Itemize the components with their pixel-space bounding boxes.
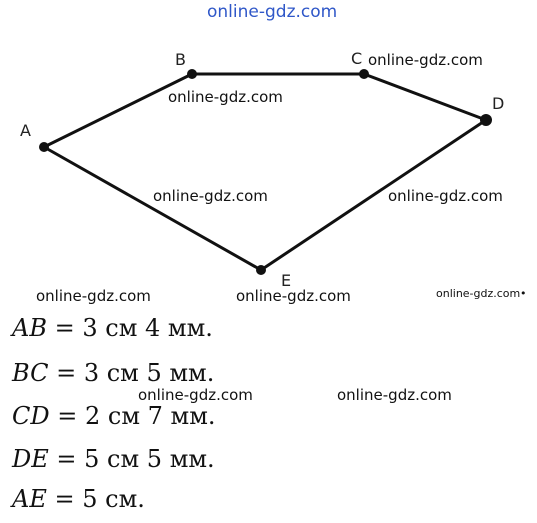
watermark-left: online-gdz.com <box>36 287 151 305</box>
equation-bc-value: 3 см 5 мм. <box>83 359 215 387</box>
equation-cd-equals: = <box>57 402 78 430</box>
edge-de <box>259 118 488 272</box>
watermark-dot: • <box>520 287 527 300</box>
vertex-label-a: A <box>20 121 31 140</box>
equation-cd-segment: CD <box>12 402 50 430</box>
vertex-label-e: E <box>281 271 291 290</box>
vertex-e <box>256 265 266 275</box>
equation-ab-equals: = <box>54 314 75 342</box>
watermark-under-bc: online-gdz.com <box>168 88 283 106</box>
vertex-b <box>187 69 197 79</box>
watermark-small-right: online-gdz.com <box>436 287 521 300</box>
equation-ae-segment: AE <box>12 485 47 513</box>
equation-bc-equals: = <box>56 359 77 387</box>
equation-de-value: 5 см 5 мм. <box>84 445 215 473</box>
edge-ea <box>42 145 263 272</box>
equation-de: DE = 5 см 5 мм. <box>12 445 215 473</box>
equation-ae-equals: = <box>54 485 75 513</box>
vertex-d <box>480 114 492 126</box>
vertex-label-c: C <box>351 49 362 68</box>
equation-cd-value: 2 см 7 мм. <box>85 402 216 430</box>
watermark-center-right: online-gdz.com <box>388 187 503 205</box>
equation-ab: AB = 3 см 4 мм. <box>12 314 213 342</box>
edge-ab <box>42 72 194 149</box>
equation-bc: BC = 3 см 5 мм. <box>12 359 214 387</box>
equation-cd: CD = 2 см 7 мм. <box>12 402 216 430</box>
equation-ab-segment: AB <box>12 314 47 342</box>
watermark-center-left: online-gdz.com <box>153 187 268 205</box>
watermark-mid-right: online-gdz.com <box>337 386 452 404</box>
watermark-near-c: online-gdz.com <box>368 51 483 69</box>
edge-cd <box>362 72 488 122</box>
equation-de-equals: = <box>56 445 77 473</box>
vertex-label-d: D <box>492 94 504 113</box>
equation-bc-segment: BC <box>12 359 49 387</box>
watermark-top: online-gdz.com <box>207 2 338 22</box>
equation-ab-value: 3 см 4 мм. <box>82 314 213 342</box>
watermark-mid-left: online-gdz.com <box>138 386 253 404</box>
vertex-a <box>39 142 49 152</box>
watermark-under-e: online-gdz.com <box>236 287 351 305</box>
equation-de-segment: DE <box>12 445 49 473</box>
vertex-c <box>359 69 369 79</box>
equation-ae-value: 5 см. <box>82 485 145 513</box>
vertex-label-b: B <box>175 50 186 69</box>
equation-ae: AE = 5 см. <box>12 485 145 513</box>
